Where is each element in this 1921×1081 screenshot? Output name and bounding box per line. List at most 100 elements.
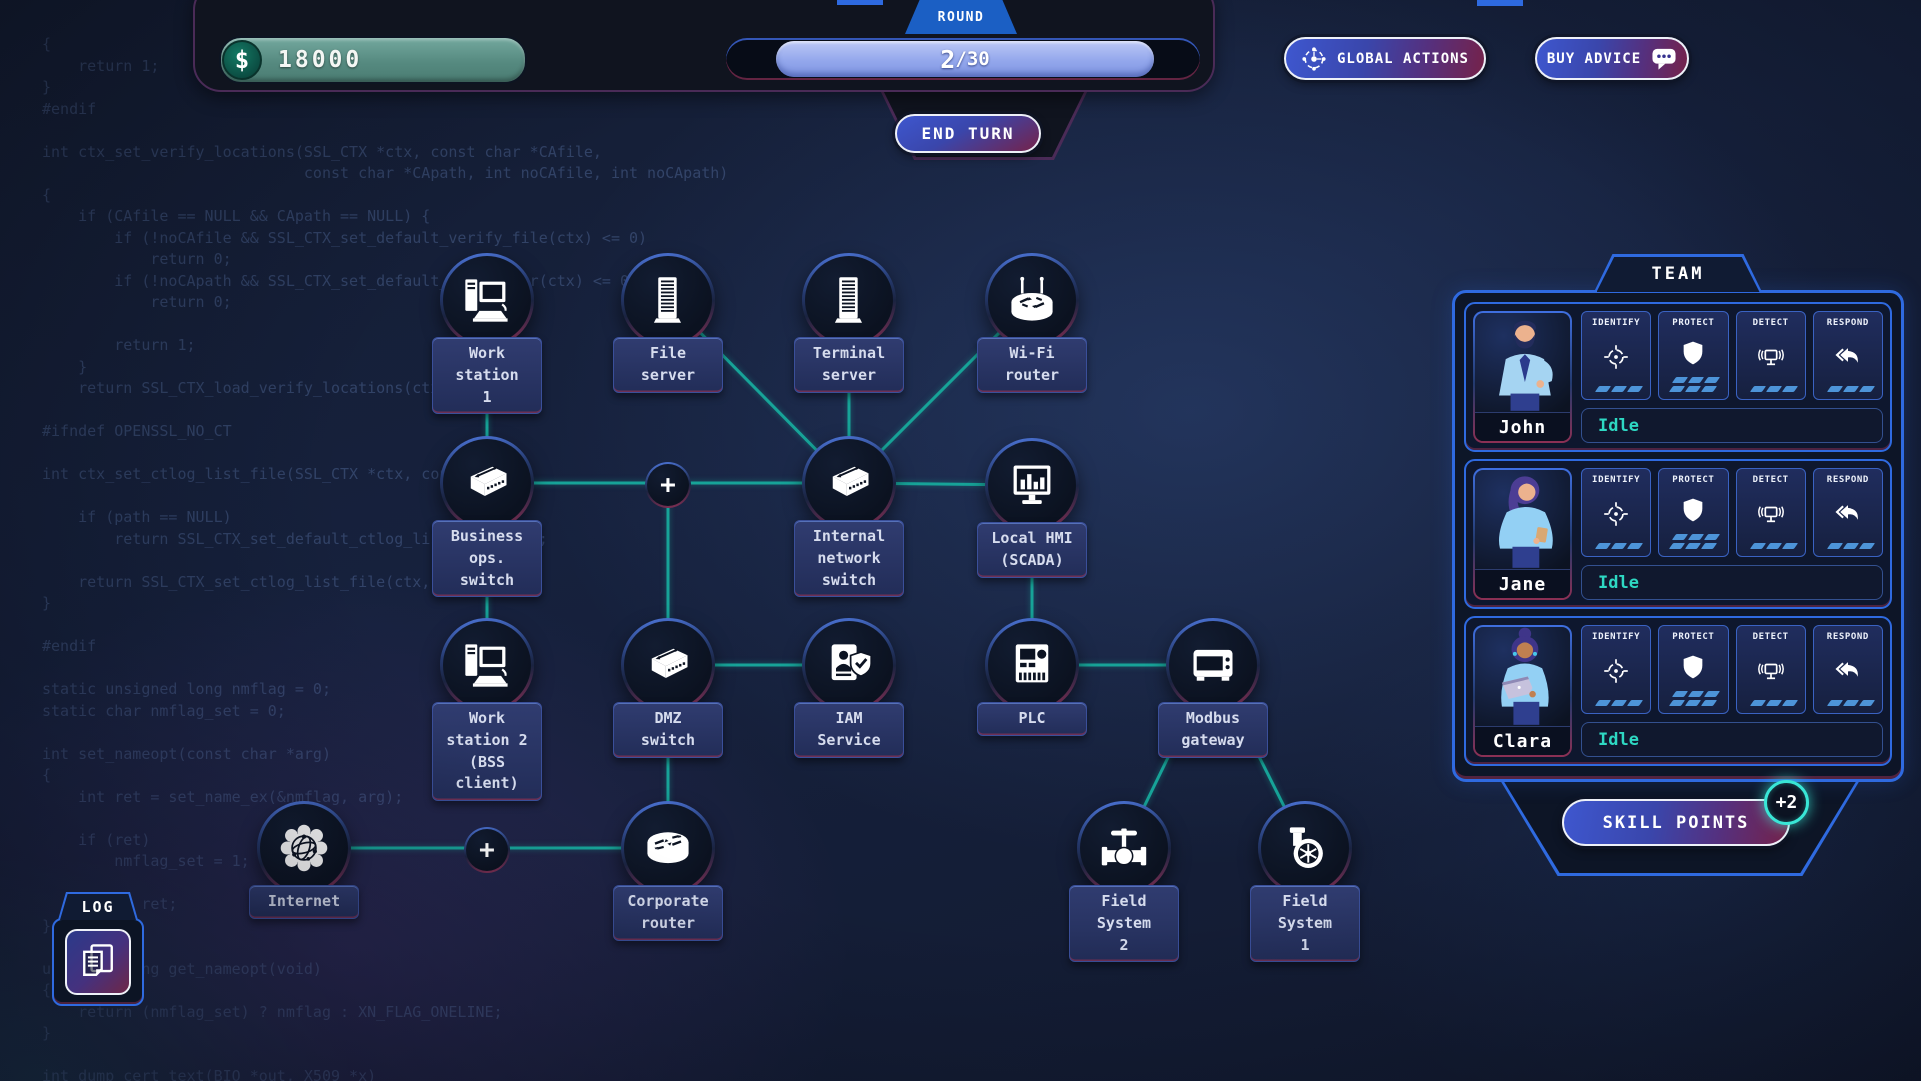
avatar-jane[interactable]: Jane bbox=[1473, 468, 1572, 600]
shield-icon bbox=[1680, 654, 1706, 680]
node-label-fs1: Field System 1 bbox=[1250, 885, 1360, 963]
avatar-jane bbox=[1475, 470, 1570, 569]
action-protect-button[interactable]: PROTECT bbox=[1658, 468, 1729, 558]
skill-level-indicator bbox=[1746, 700, 1798, 707]
node-label-fileserver: File server bbox=[613, 337, 723, 393]
round-separator: / bbox=[955, 48, 967, 70]
network-node-fs1[interactable]: Field System 1 bbox=[1250, 801, 1360, 963]
action-protect-button[interactable]: PROTECT bbox=[1658, 311, 1729, 401]
network-node-corprouter[interactable]: Corporate router bbox=[613, 801, 723, 941]
network-node-intswitch[interactable]: Internal network switch bbox=[794, 436, 904, 598]
member-status-text: Idle bbox=[1598, 572, 1639, 593]
money-display: $ 18000 bbox=[219, 36, 527, 84]
router-icon bbox=[624, 804, 712, 892]
skill-level-indicator bbox=[1823, 700, 1875, 707]
action-detect-button[interactable]: DETECT bbox=[1735, 625, 1806, 715]
chat-bubble-icon bbox=[1651, 47, 1677, 71]
node-label-dmz: DMZ switch bbox=[613, 702, 723, 758]
member-status: Idle bbox=[1581, 722, 1883, 757]
action-label: IDENTIFY bbox=[1592, 318, 1641, 328]
action-identify-button[interactable]: IDENTIFY bbox=[1581, 468, 1652, 558]
round-current: 2 bbox=[940, 44, 956, 74]
plus-icon: + bbox=[647, 464, 689, 506]
action-label: IDENTIFY bbox=[1592, 475, 1641, 485]
node-label-corprouter: Corporate router bbox=[613, 885, 723, 941]
network-node-fileserver[interactable]: File server bbox=[613, 253, 723, 393]
switch-icon bbox=[443, 439, 531, 527]
action-respond-button[interactable]: RESPOND bbox=[1812, 468, 1883, 558]
action-label: RESPOND bbox=[1826, 318, 1869, 328]
switch-icon bbox=[805, 439, 893, 527]
network-node-bizswitch[interactable]: Business ops. switch bbox=[432, 436, 542, 598]
network-node-hmi[interactable]: Local HMI (SCADA) bbox=[977, 438, 1087, 578]
network-node-terminalserver[interactable]: Terminal server bbox=[794, 253, 904, 393]
node-label-bizswitch: Business ops. switch bbox=[432, 520, 542, 598]
log-tab: LOG bbox=[58, 892, 138, 920]
log-panel bbox=[52, 918, 144, 1006]
global-actions-button[interactable]: GLOBAL ACTIONS bbox=[1284, 37, 1486, 80]
network-node-workstation1[interactable]: Work station 1 bbox=[432, 253, 542, 415]
network-graph-icon bbox=[1301, 46, 1327, 72]
member-status: Idle bbox=[1581, 565, 1883, 600]
action-respond-button[interactable]: RESPOND bbox=[1812, 311, 1883, 401]
node-label-plc: PLC bbox=[977, 702, 1087, 736]
skill-level-indicator bbox=[1591, 386, 1644, 393]
network-node-plus2[interactable]: + bbox=[464, 827, 510, 873]
action-label: IDENTIFY bbox=[1592, 632, 1641, 642]
avatar-john bbox=[1475, 313, 1570, 412]
network-node-workstation2[interactable]: Work station 2 (BSS client) bbox=[432, 618, 542, 801]
pump-icon bbox=[1261, 804, 1349, 892]
team-member-card-john: John IDENTIFY PROTECT DETECT RESPOND Idle bbox=[1464, 302, 1892, 452]
target-icon bbox=[1603, 501, 1629, 527]
server-icon bbox=[805, 256, 893, 344]
avatar-clara[interactable]: Clara bbox=[1473, 625, 1572, 757]
member-name: Jane bbox=[1475, 569, 1570, 598]
member-status: Idle bbox=[1581, 408, 1883, 443]
action-respond-button[interactable]: RESPOND bbox=[1812, 625, 1883, 715]
network-node-dmz[interactable]: DMZ switch bbox=[613, 618, 723, 758]
iam-icon bbox=[805, 621, 893, 709]
node-label-hmi: Local HMI (SCADA) bbox=[977, 522, 1087, 578]
network-node-fs2[interactable]: Field System 2 bbox=[1069, 801, 1179, 963]
respond-arrow-icon bbox=[1835, 501, 1861, 527]
network-node-internet[interactable]: Internet bbox=[249, 801, 359, 919]
network-node-iam[interactable]: IAM Service bbox=[794, 618, 904, 758]
action-label: DETECT bbox=[1752, 632, 1789, 642]
avatar-john[interactable]: John bbox=[1473, 311, 1572, 443]
network-node-wifirouter[interactable]: Wi-Fi router bbox=[977, 253, 1087, 393]
action-label: RESPOND bbox=[1826, 632, 1869, 642]
skill-points-button[interactable]: SKILL POINTS bbox=[1562, 799, 1790, 846]
end-turn-button[interactable]: END TURN bbox=[895, 114, 1041, 153]
node-label-workstation2: Work station 2 (BSS client) bbox=[432, 702, 542, 801]
action-label: DETECT bbox=[1752, 475, 1789, 485]
skill-level-indicator bbox=[1746, 386, 1798, 393]
action-detect-button[interactable]: DETECT bbox=[1735, 468, 1806, 558]
log-label: LOG bbox=[60, 894, 136, 920]
target-icon bbox=[1603, 344, 1629, 370]
buy-advice-label: BUY ADVICE bbox=[1546, 50, 1642, 67]
network-node-modbus[interactable]: Modbus gateway bbox=[1158, 618, 1268, 758]
top-tab-fragment bbox=[1477, 0, 1523, 6]
team-title: TEAM bbox=[1596, 256, 1760, 292]
skill-level-indicator bbox=[1668, 691, 1721, 707]
network-node-plc[interactable]: PLC bbox=[977, 618, 1087, 736]
action-label: PROTECT bbox=[1672, 318, 1715, 328]
avatar-clara bbox=[1475, 627, 1570, 726]
shield-icon bbox=[1680, 497, 1706, 523]
action-protect-button[interactable]: PROTECT bbox=[1658, 625, 1729, 715]
node-label-wifirouter: Wi-Fi router bbox=[977, 337, 1087, 393]
action-detect-button[interactable]: DETECT bbox=[1735, 311, 1806, 401]
plus-icon: + bbox=[466, 829, 508, 871]
skill-points-badge[interactable]: +2 bbox=[1764, 780, 1809, 825]
buy-advice-button[interactable]: BUY ADVICE bbox=[1535, 37, 1689, 80]
action-identify-button[interactable]: IDENTIFY bbox=[1581, 311, 1652, 401]
action-label: PROTECT bbox=[1672, 475, 1715, 485]
money-value: 18000 bbox=[278, 47, 363, 73]
network-node-plus1[interactable]: + bbox=[645, 462, 691, 508]
member-name: Clara bbox=[1475, 726, 1570, 755]
action-identify-button[interactable]: IDENTIFY bbox=[1581, 625, 1652, 715]
log-button[interactable] bbox=[65, 929, 131, 995]
node-label-iam: IAM Service bbox=[794, 702, 904, 758]
